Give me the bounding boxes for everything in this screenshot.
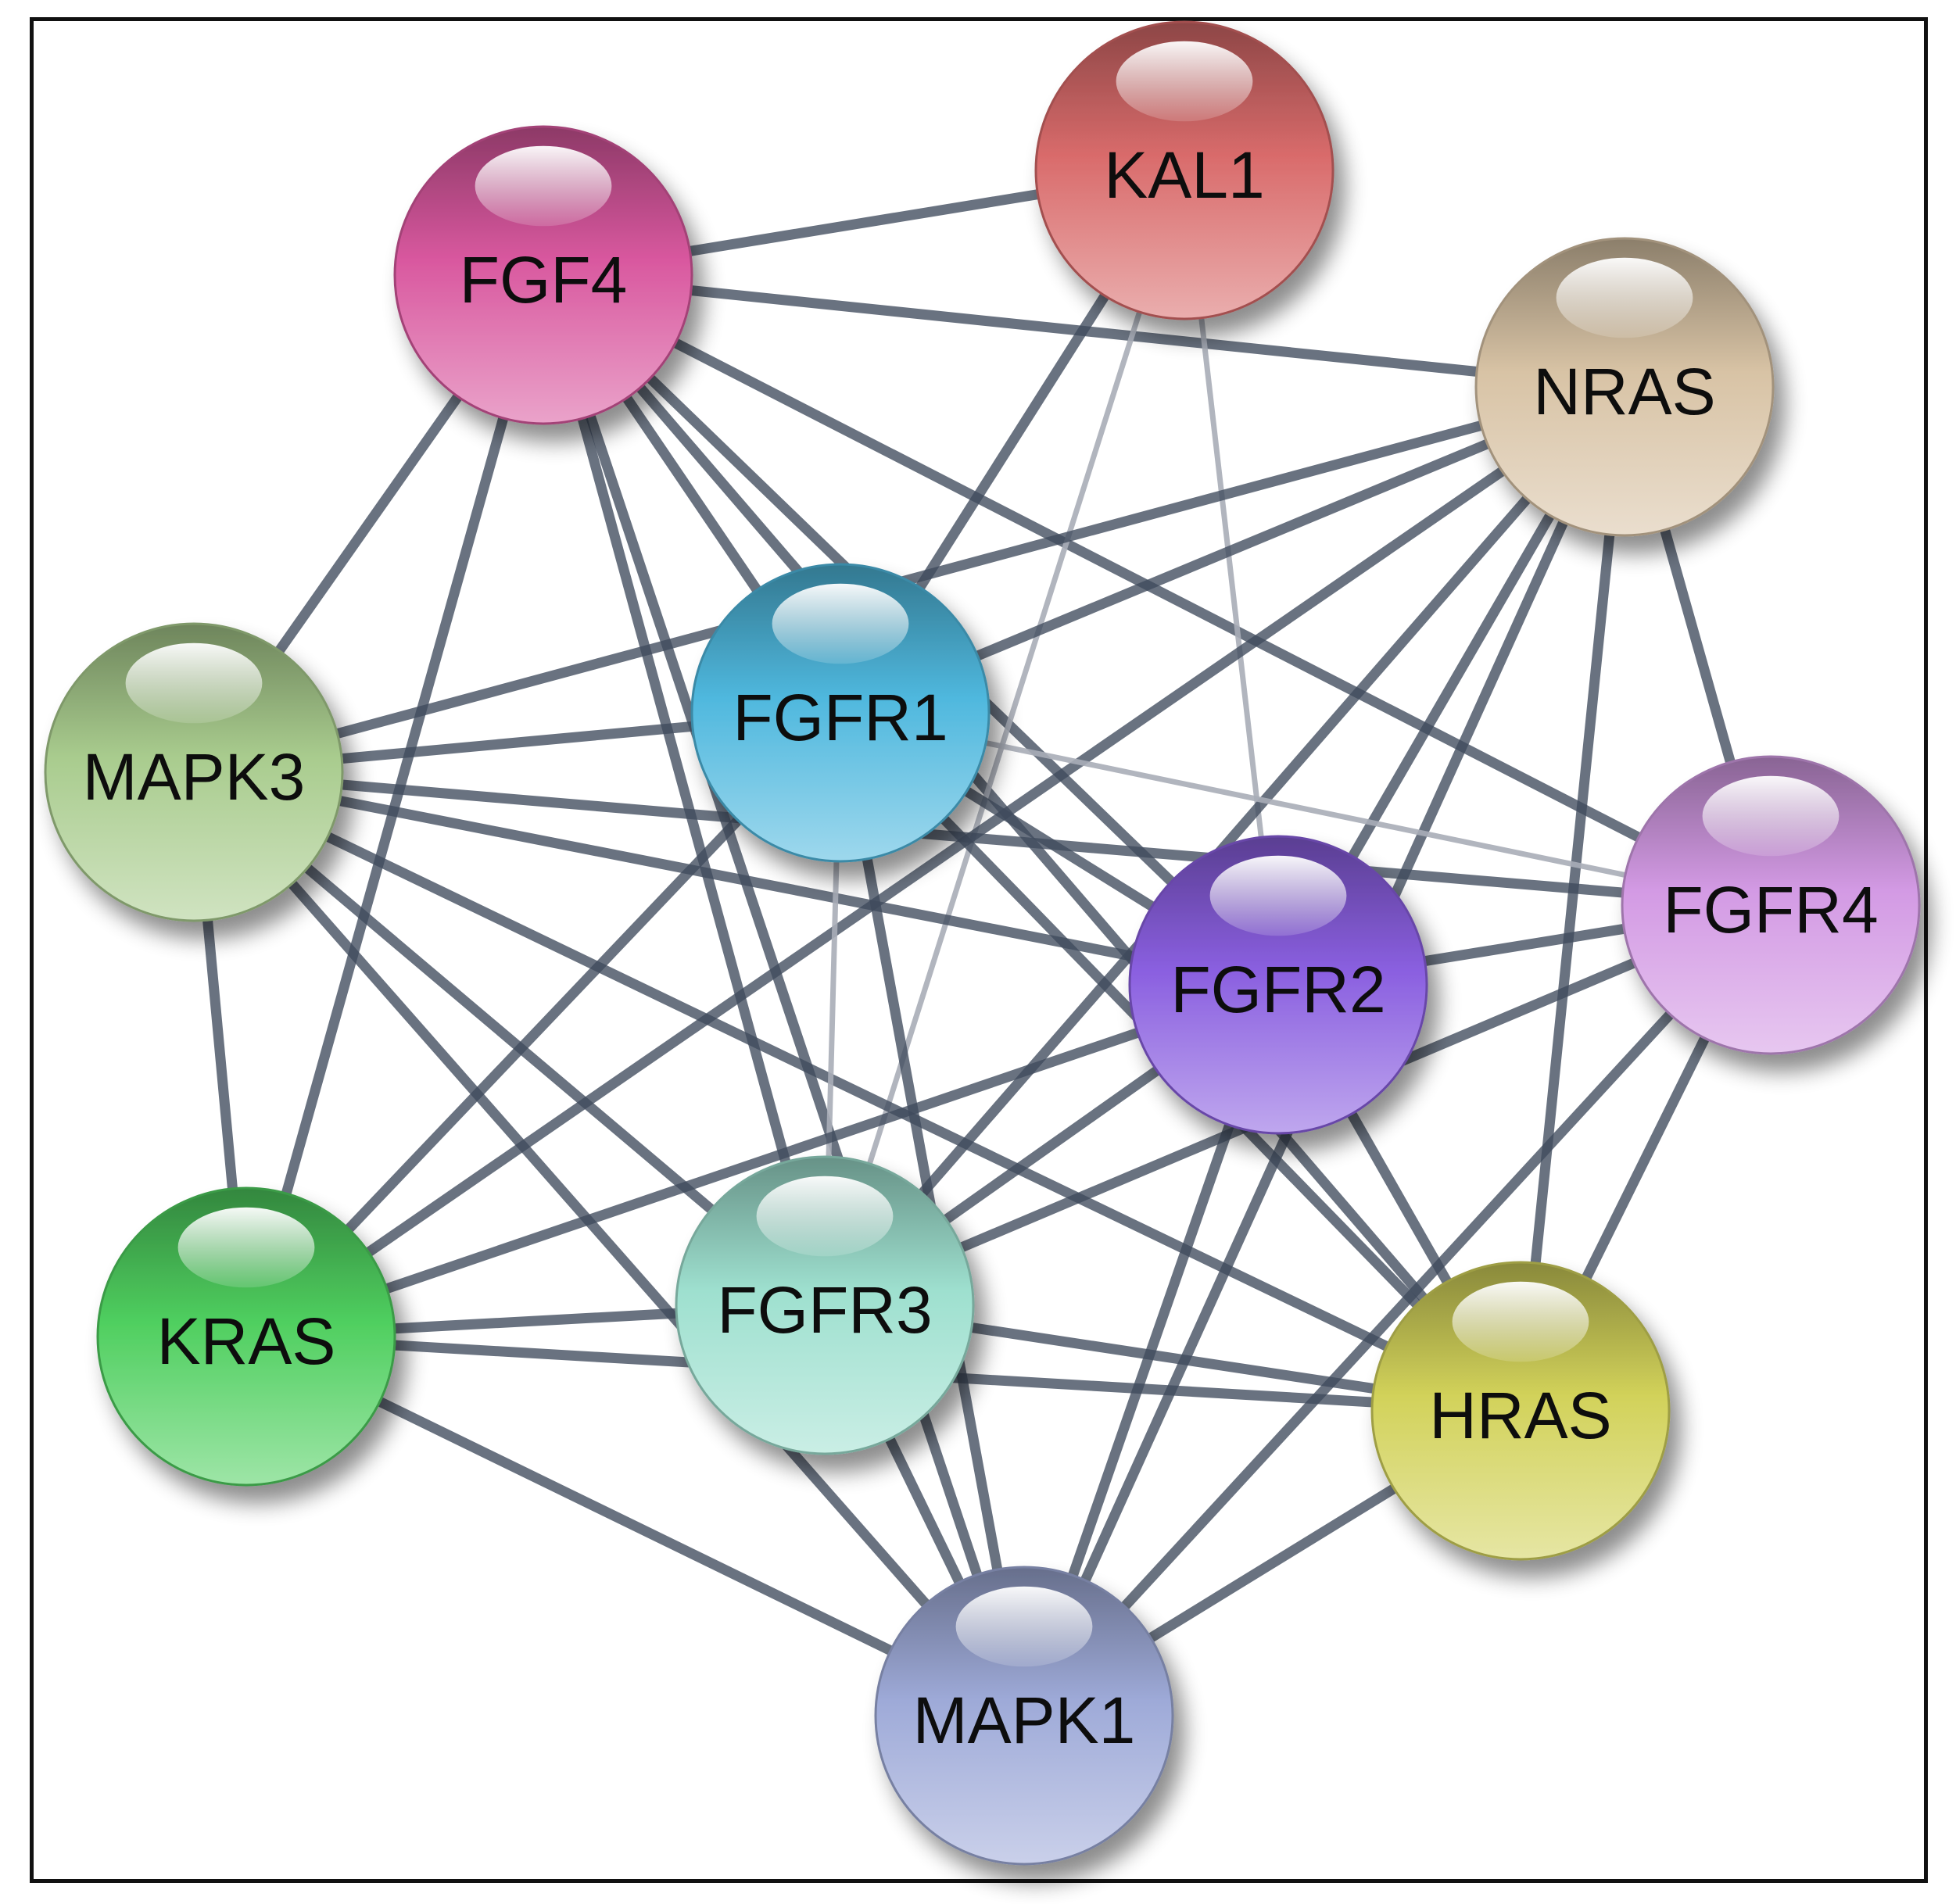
node-highlight: [1452, 1281, 1589, 1362]
node-label: FGFR2: [1170, 953, 1385, 1026]
node-label: MAPK1: [913, 1684, 1136, 1757]
node-hras[interactable]: HRAS: [1370, 1261, 1671, 1561]
edge-mapk3-fgfr4: [193, 767, 1772, 911]
node-sphere: [1370, 1261, 1671, 1561]
edge-fgfr1-fgfr4: [840, 710, 1772, 908]
edge-fgfr4-mapk1: [1020, 901, 1775, 1720]
edge-nras-hras: [1515, 386, 1630, 1412]
edge-nras-mapk3: [192, 381, 1626, 778]
node-highlight: [125, 642, 263, 724]
edge-fgfr2-kras: [244, 979, 1281, 1342]
edge-mapk3-hras: [192, 768, 1523, 1415]
node-sphere: [96, 1186, 396, 1487]
node-sphere: [44, 622, 344, 922]
node-fgfr1[interactable]: FGFR1: [690, 563, 991, 863]
node-highlight: [1556, 257, 1693, 338]
node-label: FGF4: [460, 243, 628, 317]
node-sphere: [393, 125, 693, 425]
edge-fgf4-mapk1: [538, 273, 1030, 1718]
node-sphere: [675, 1155, 975, 1455]
node-highlight: [1702, 775, 1840, 857]
edge-fgf4-fgfr4: [541, 270, 1773, 910]
node-highlight: [177, 1207, 315, 1288]
node-highlight: [756, 1176, 894, 1257]
edge-fgf4-fgfr3: [538, 274, 830, 1307]
node-label: NRAS: [1533, 355, 1715, 428]
node-sphere: [1034, 20, 1334, 320]
node-highlight: [1209, 855, 1347, 936]
node-highlight: [955, 1586, 1093, 1667]
node-highlight: [475, 145, 612, 227]
edge-nras-kras: [243, 382, 1628, 1341]
node-kras[interactable]: KRAS: [96, 1186, 396, 1487]
node-label: FGFR1: [733, 681, 948, 754]
node-highlight: [772, 583, 909, 664]
node-sphere: [1474, 237, 1775, 537]
node-fgfr4[interactable]: FGFR4: [1621, 755, 1921, 1055]
node-sphere: [690, 563, 991, 863]
node-sphere: [874, 1566, 1174, 1866]
node-mapk3[interactable]: MAPK3: [44, 622, 344, 922]
edge-fgf4-kras: [241, 274, 549, 1338]
node-sphere: [1128, 835, 1428, 1135]
node-label: FGFR4: [1663, 873, 1878, 947]
node-label: KAL1: [1104, 138, 1265, 212]
node-fgfr3[interactable]: FGFR3: [675, 1155, 975, 1455]
node-label: HRAS: [1429, 1379, 1611, 1452]
edge-mapk3-fgfr2: [192, 767, 1280, 990]
node-kal1[interactable]: KAL1: [1034, 20, 1334, 320]
node-mapk1[interactable]: MAPK1: [874, 1566, 1174, 1866]
node-label: FGFR3: [717, 1273, 932, 1347]
edge-mapk3-mapk1: [190, 768, 1028, 1720]
node-highlight: [1116, 41, 1253, 122]
node-fgf4[interactable]: FGF4: [393, 125, 693, 425]
node-fgfr2[interactable]: FGFR2: [1128, 835, 1428, 1135]
node-sphere: [1621, 755, 1921, 1055]
node-label: KRAS: [157, 1305, 336, 1378]
node-label: MAPK3: [83, 740, 306, 814]
node-nras[interactable]: NRAS: [1474, 237, 1775, 537]
